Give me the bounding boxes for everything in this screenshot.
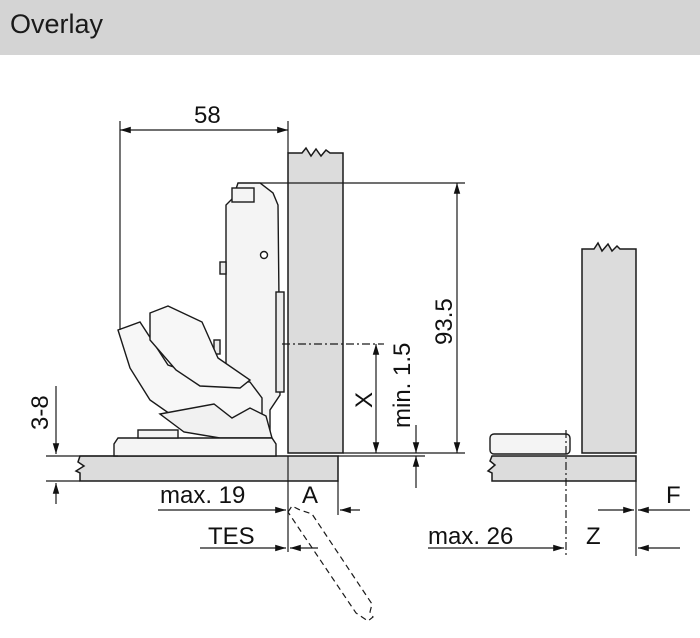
dimension-93-5 — [260, 182, 465, 454]
dimension-max-19 — [158, 456, 360, 552]
label-x: X — [351, 392, 378, 408]
label-a: A — [302, 482, 318, 509]
label-z: Z — [586, 523, 601, 550]
right-door-panel — [486, 455, 637, 482]
label-max-19: max. 19 — [160, 482, 245, 509]
hinge-body — [113, 182, 285, 457]
label-tes: TES — [208, 523, 255, 550]
dimension-min-1-5 — [338, 425, 425, 488]
dimension-3-8 — [46, 386, 118, 504]
label-min-1-5: min. 1.5 — [389, 343, 416, 428]
door-panel — [74, 455, 339, 482]
label-max-26: max. 26 — [428, 523, 513, 550]
dimension-max-26 — [428, 481, 680, 556]
page-title: Overlay — [10, 9, 104, 39]
dimension-58 — [119, 121, 289, 330]
right-mounting-plate — [489, 433, 571, 455]
header-bar: Overlay — [0, 0, 700, 55]
door-swing-outline — [287, 505, 374, 622]
label-58: 58 — [194, 102, 221, 129]
label-3-8: 3-8 — [27, 395, 54, 430]
dimension-x — [282, 343, 384, 453]
label-93-5: 93.5 — [431, 298, 458, 345]
cabinet-side-panel — [287, 146, 344, 454]
right-side-panel — [581, 241, 637, 454]
label-f: F — [666, 482, 681, 509]
